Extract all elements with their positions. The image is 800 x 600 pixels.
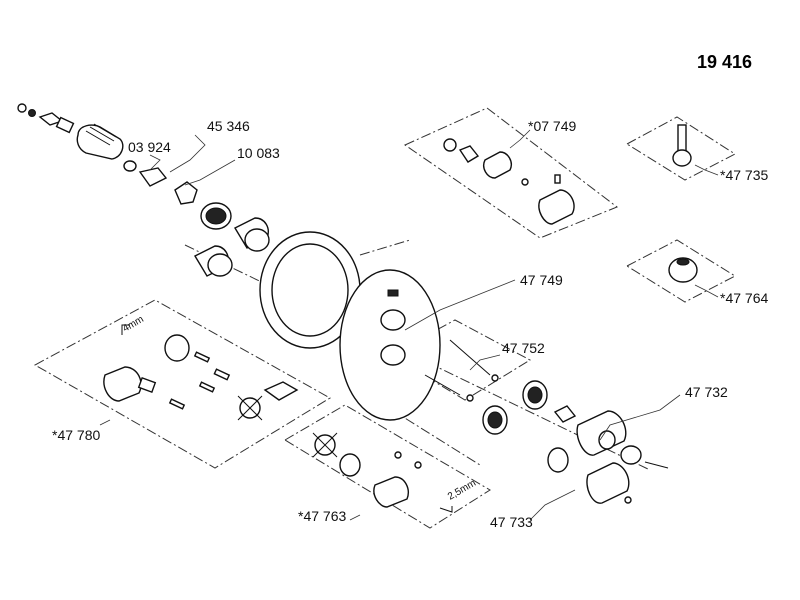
cartridge-threads [85,123,117,146]
long-screws [424,339,499,402]
cover-plate-hole-upper [380,309,406,331]
leader-10083 [184,159,236,186]
sleeve-ring-1-inner [205,207,227,225]
pin-1 [193,351,211,363]
handle-body-lower [586,462,630,504]
diverter-07749 [443,138,575,225]
leader-47752 [469,354,501,371]
screw-1 [424,374,461,396]
washer-1 [17,103,27,113]
group-box-07749 [403,107,619,239]
label-47732: 47 732 [685,384,728,400]
screw-cap-1 [491,374,499,382]
lever-47735 [672,124,692,167]
handle-disc [620,445,642,465]
cartridge-parts [17,103,198,205]
lever-arm [677,124,687,154]
diverter-knob [538,189,575,225]
diverter-spindle [458,145,480,163]
handle-47732 [553,405,669,469]
rosette-ring-inner [271,243,349,337]
label-47780: *47 780 [52,427,100,443]
cartridge-tip [137,377,157,393]
thermostat-cartridge [103,366,142,402]
leader-03924 [149,154,161,171]
handle-screw [644,461,669,469]
hex-key-4mm [121,324,130,335]
handle-47733 [547,447,632,504]
label-45346: 45 346 [207,118,250,134]
cartridge-body [76,124,124,160]
label-tool-4mm: 4mm [121,314,146,335]
group-box-47735 [626,116,736,181]
knob-47764 [668,257,698,283]
diverter-body [483,151,512,179]
label-47735: *47 735 [720,167,768,183]
label-03924: 03 924 [128,139,171,155]
label-47733: 47 733 [490,514,533,530]
label-tool-25mm: 2,5mm [446,478,478,503]
cross-line-b [237,395,263,421]
handle-screw-lower [624,496,632,504]
handle-cap-upper [598,430,616,450]
leader-07749 [509,129,531,149]
diverter-washer [443,138,457,152]
group-box-47780 [33,299,331,469]
adapter-lower-inner [487,411,503,429]
leader-47763 [349,514,361,521]
hex-key-25mm [439,506,453,513]
set-screw-2 [414,461,422,469]
knob-body [668,257,698,283]
pin-2 [213,368,231,381]
bushing [263,381,299,401]
fitting [55,116,75,134]
leader-47764 [694,284,719,298]
set-screw-1 [394,451,402,459]
spline-gear-2 [339,453,361,477]
diverter-screw [521,178,529,186]
sleeve-2-end [244,228,270,252]
diverter-pin [554,174,561,184]
leader-47733 [529,489,576,521]
kit-47763 [312,432,453,513]
screw-2 [449,339,491,376]
model-number: 19 416 [697,52,752,72]
label-47763: *47 763 [298,508,346,524]
sleeves [194,202,270,277]
label-47764: *47 764 [720,290,768,306]
pin-4 [168,398,186,410]
screw-cap-2 [466,394,474,402]
pin-3 [198,381,216,393]
axis-line-top [359,239,411,256]
kit-47780 [103,324,299,421]
spline-adapter [553,405,577,423]
nut-1 [28,109,36,117]
sleeve-3-end [207,253,233,277]
cover-plate-logo [387,289,399,297]
leader-47780 [99,419,111,426]
cover-plate-hole-lower [380,344,406,366]
adapter-upper-inner [527,386,543,404]
label-47752: 47 752 [502,340,545,356]
label-07749: *07 749 [528,118,576,134]
group-box-47764 [625,239,737,303]
knob-mark [676,258,690,266]
leader-47732 [599,394,681,441]
leader-45346 [169,134,206,173]
leader-47749 [404,279,516,331]
spline-gear [164,334,190,362]
leader-47735 [694,164,719,176]
cross-line-d [312,432,338,458]
knob-47763 [373,476,409,508]
lever-base [672,149,692,167]
filter-10083 [174,181,198,205]
spline-adapter-lower [547,447,569,473]
label-47749: 47 749 [520,272,563,288]
o-ring [123,160,137,172]
check-valve [138,167,168,187]
label-10083: 10 083 [237,145,280,161]
